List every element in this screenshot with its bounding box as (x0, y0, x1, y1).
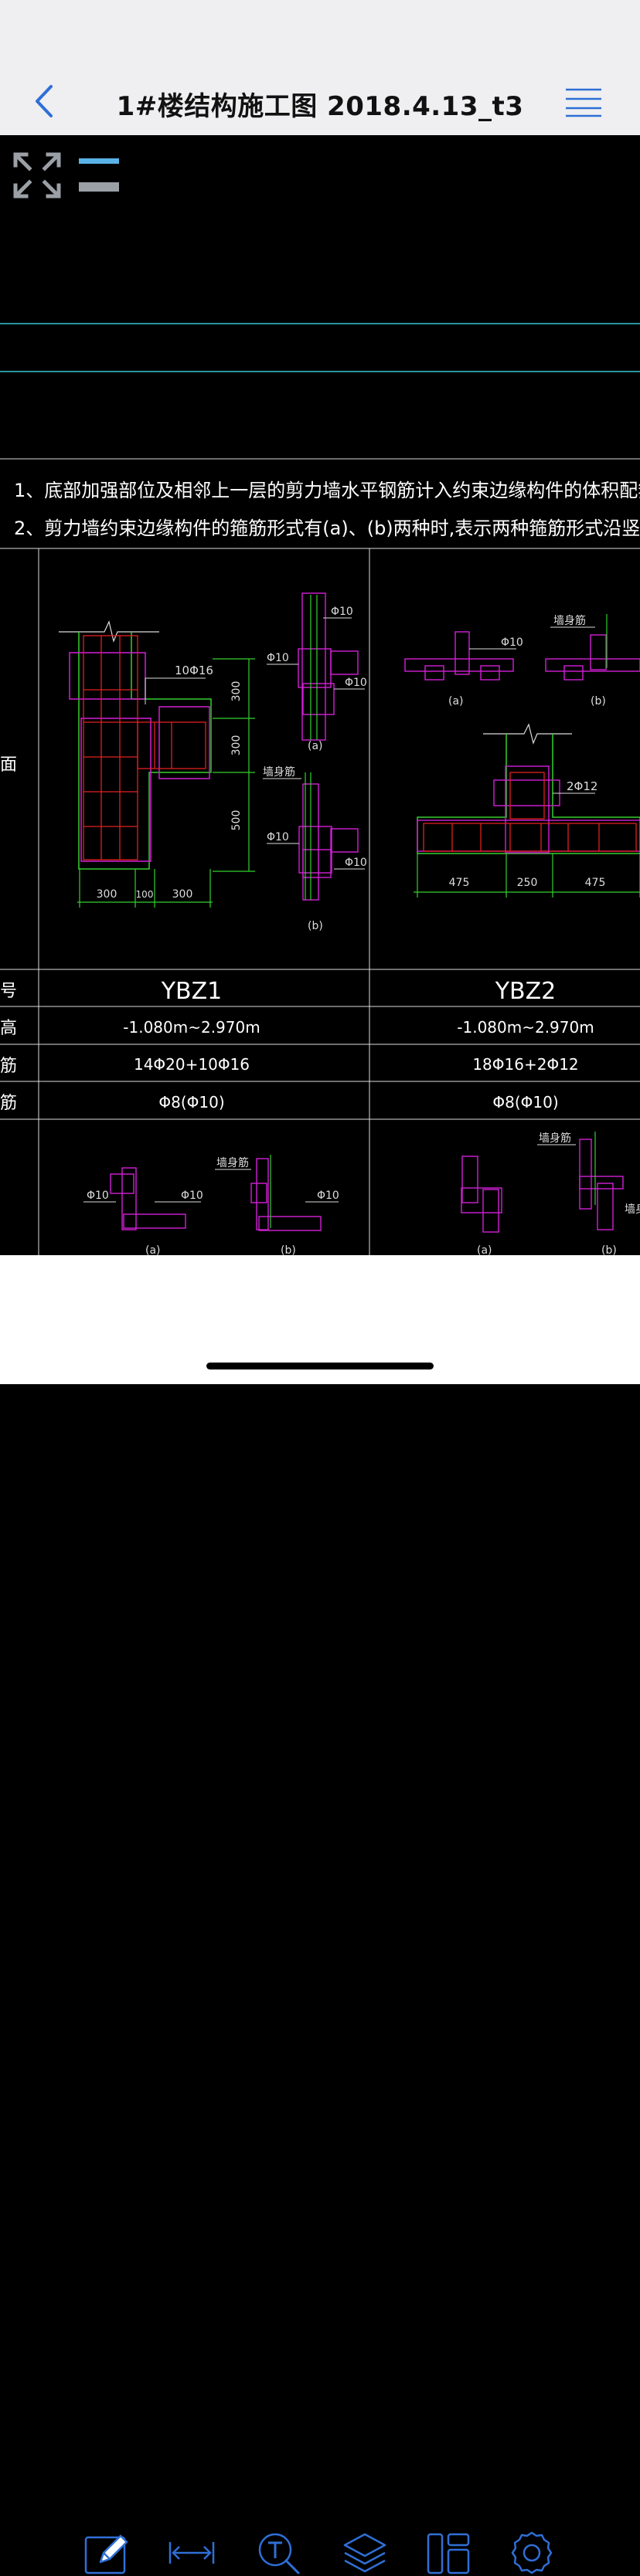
bottom-toolbar (0, 1255, 640, 2574)
bottom-phi10-2: Φ10 (181, 1190, 203, 1202)
ybz1-b-wall-bar: 墙身筋 (263, 765, 295, 779)
ybz1-a-phi10-left: Φ10 (267, 652, 289, 664)
edit-icon[interactable] (83, 2530, 130, 2576)
ybz2-dim-2: 250 (517, 877, 538, 889)
ybz2-detail-b: 墙身筋 (b) (545, 614, 640, 708)
bottom-label-a-2: (a) (477, 1244, 492, 1255)
bottom-details-ybz2: 墙身筋 墙身筋 (a) (b) (461, 1132, 640, 1255)
ybz1-dim-v3: 500 (230, 810, 243, 831)
ybz1-detail-b: 墙身筋 Φ10 Φ10 (b) (263, 765, 367, 932)
ybz2-a-phi10: Φ10 (501, 636, 523, 649)
row-label-stirrup: 筋 (0, 1094, 17, 1113)
fullscreen-icon[interactable] (11, 151, 62, 200)
bottom-wall-bar-3: 墙身筋 (625, 1203, 640, 1216)
ybz1-label-a: (a) (308, 740, 323, 752)
layers-icon[interactable] (342, 2530, 388, 2576)
row-label-longitudinal: 筋 (0, 1057, 17, 1076)
bottom-phi10-3: Φ10 (317, 1190, 339, 1202)
ybz1-dim-v2: 300 (230, 735, 243, 756)
ybz2-dim-1: 475 (449, 877, 470, 889)
bottom-phi10-1: Φ10 (87, 1190, 109, 1202)
note-line-1: 1、底部加强部位及相邻上一层的剪力墙水平钢筋计入约束边缘构件的体积配箍率,相关构… (14, 480, 640, 501)
ybz1-dim-h2: 100 (136, 889, 154, 900)
ybz2-stirrup: Φ8(Φ10) (492, 1093, 558, 1112)
ybz1-a-phi10-right: Φ10 (345, 677, 367, 689)
ybz2-label-b: (b) (591, 695, 606, 708)
top-nav-bar: 1#楼结构施工图 2018.4.13_t3 (0, 0, 640, 135)
ybz1-label-b: (b) (308, 920, 323, 932)
ybz1-elevation: -1.080m~2.970m (123, 1018, 260, 1037)
row-label-section: 面 (0, 755, 17, 775)
settings-icon[interactable] (509, 2530, 555, 2576)
bottom-details-ybz1: Φ10 Φ10 墙身筋 Φ10 (a) (b) (83, 1155, 339, 1255)
row-label-elevation: 高 (0, 1019, 17, 1038)
bottom-label-b-2: (b) (601, 1244, 617, 1255)
ybz1-a-phi10-top: Φ10 (331, 606, 353, 618)
ybz2-rebar-label: 2Φ12 (567, 779, 597, 793)
schedule-table-grid (0, 548, 640, 1255)
ybz2-section-drawing: 2Φ12 475 250 475 (414, 723, 640, 898)
ybz2-detail-a: Φ10 (a) (404, 631, 523, 708)
measure-icon[interactable] (169, 2530, 215, 2576)
ybz1-dim-h3: 300 (172, 888, 193, 901)
drawing-canvas[interactable]: 1、底部加强部位及相邻上一层的剪力墙水平钢筋计入约束边缘构件的体积配箍率,相关构… (0, 135, 640, 1255)
ybz1-name: YBZ1 (161, 978, 223, 1005)
bottom-wall-bar-2: 墙身筋 (539, 1132, 571, 1145)
bottom-label-b-1: (b) (281, 1244, 296, 1255)
text-search-icon[interactable] (255, 2530, 301, 2576)
ybz1-dim-v1: 300 (230, 681, 243, 702)
ybz1-dim-h1: 300 (97, 888, 117, 901)
ybz2-longitudinal: 18Φ16+2Φ12 (472, 1055, 578, 1074)
ybz2-label-a: (a) (448, 695, 464, 708)
cad-drawing: 1、底部加强部位及相邻上一层的剪力墙水平钢筋计入约束边缘构件的体积配箍率,相关构… (0, 151, 640, 1255)
layer-toggle-icon[interactable] (79, 158, 119, 192)
ybz2-elevation: -1.080m~2.970m (457, 1018, 594, 1037)
ybz1-detail-a: Φ10 Φ10 Φ10 (a) (267, 592, 367, 752)
bottom-label-a-1: (a) (145, 1244, 161, 1255)
ybz2-dim-3: 475 (585, 877, 606, 889)
menu-icon[interactable] (564, 87, 603, 117)
back-arrow-icon[interactable] (29, 82, 60, 120)
ybz1-longitudinal: 14Φ20+10Φ16 (134, 1055, 250, 1074)
document-title: 1#楼结构施工图 2018.4.13_t3 (116, 91, 524, 122)
ybz1-section-drawing: 10Φ16 300 300 500 300 100 300 (59, 620, 255, 908)
note-line-2: 2、剪力墙约束边缘构件的箍筋形式有(a)、(b)两种时,表示两种箍筋形式沿竖向间… (14, 518, 640, 539)
ybz1-b-phi10-left: Φ10 (267, 831, 289, 843)
ybz2-name: YBZ2 (495, 978, 557, 1005)
ybz1-b-phi10-right: Φ10 (345, 857, 367, 869)
ybz1-stirrup: Φ8(Φ10) (158, 1093, 224, 1112)
bottom-wall-bar-1: 墙身筋 (216, 1156, 249, 1169)
row-label-name: 号 (0, 982, 17, 1001)
layout-icon[interactable] (425, 2530, 471, 2576)
ybz1-rebar-label: 10Φ16 (175, 664, 213, 677)
home-indicator[interactable] (206, 1363, 434, 1369)
ybz2-b-wall-bar: 墙身筋 (553, 614, 586, 627)
